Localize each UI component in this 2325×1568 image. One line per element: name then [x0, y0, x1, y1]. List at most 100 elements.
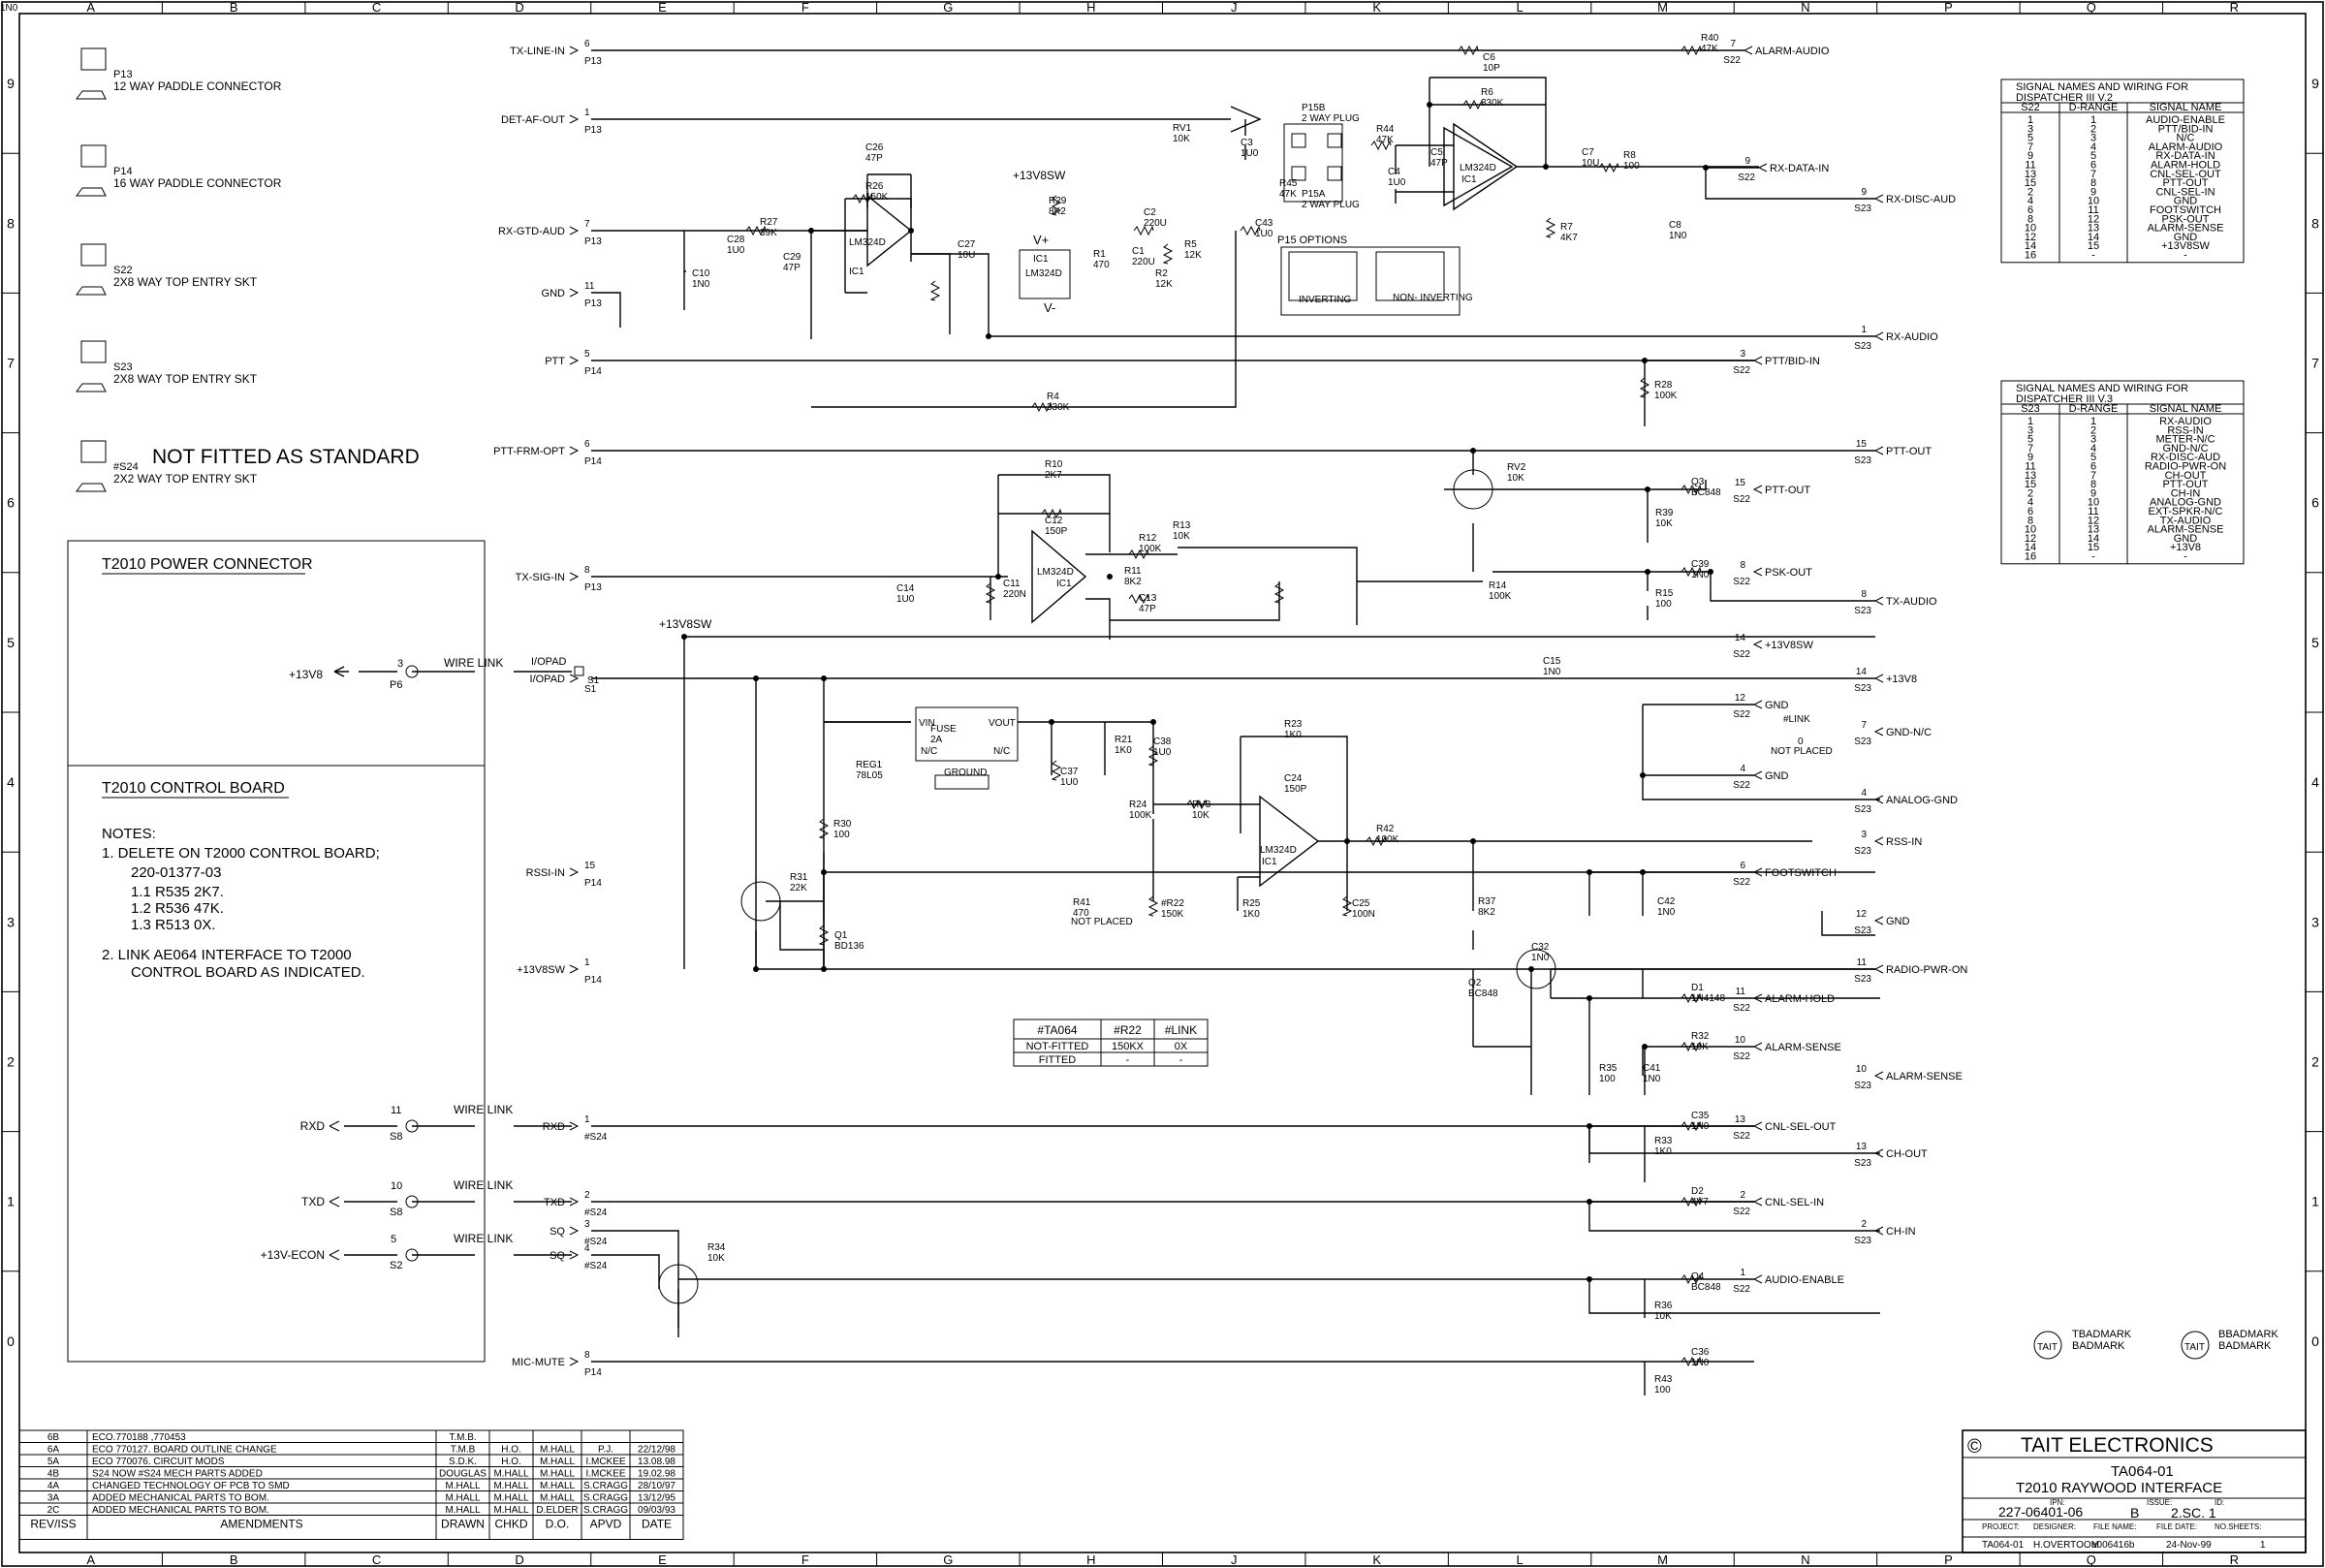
component-ref: C35: [1691, 1111, 1710, 1121]
amendment-cell: 6B: [47, 1432, 60, 1443]
component-ref: #R22: [1161, 898, 1184, 909]
left-signal-name: TX-LINE-IN: [510, 46, 565, 57]
note-line: CONTROL BOARD AS INDICATED.: [131, 964, 365, 981]
component-ref: C32: [1531, 942, 1550, 953]
component-value: 1N0: [1643, 1074, 1661, 1084]
component-ref: R41: [1073, 897, 1091, 908]
table-cell: GND: [2174, 196, 2198, 207]
left-signal-pin: 5: [584, 349, 590, 360]
title-footer-value: 1: [2260, 1540, 2266, 1551]
amendment-header: DRAWN: [441, 1518, 485, 1531]
amendment-header: AMENDMENTS: [220, 1518, 302, 1531]
table-cell: 10: [2025, 524, 2036, 536]
grid-col-label-bottom: F: [801, 1552, 809, 1567]
connector-side-icon: [76, 286, 107, 296]
component-value: 10K: [1507, 473, 1524, 484]
table-cell: 1: [2027, 416, 2033, 427]
amendment-cell: 3A: [47, 1493, 60, 1504]
table-header: SIGNAL NAME: [2150, 102, 2222, 113]
table-cell: 4: [2090, 141, 2096, 153]
grid-col-label: Q: [2087, 0, 2096, 15]
component-ref: Q2: [1468, 978, 1482, 988]
component-value: 100K: [1489, 591, 1512, 602]
amendment-cell: 4B: [47, 1469, 60, 1480]
component-ref: C7: [1582, 147, 1594, 158]
amendment-cell: H.O.: [501, 1457, 521, 1467]
component-value: 47K: [1376, 135, 1394, 145]
title-footer-label: FILE NAME:: [2093, 1522, 2136, 1531]
right-signal-pin: 14: [1735, 633, 1746, 643]
component-ref: R6: [1481, 87, 1493, 98]
component-ref: R7: [1560, 222, 1573, 233]
right-signal-name: CH-OUT: [1886, 1148, 1928, 1160]
ctl-link-net: RXD: [300, 1119, 326, 1133]
table-cell: 7: [2090, 169, 2096, 180]
options-cell: FITTED: [1039, 1054, 1077, 1066]
notes: 1. DELETE ON T2000 CONTROL BOARD;220-013…: [102, 845, 380, 981]
tait-logo-1: TAIT: [2037, 1342, 2058, 1353]
right-signal-name: GND-N/C: [1886, 727, 1932, 738]
component-ref: R11: [1124, 566, 1142, 577]
component-ref: R34: [707, 1242, 726, 1253]
resistors: [745, 45, 1702, 1367]
options-cell: NOT-FITTED: [1026, 1041, 1089, 1052]
amendment-header: REV/ISS: [30, 1518, 76, 1531]
wiring: [344, 49, 1880, 1396]
component-ref: R25: [1242, 898, 1261, 909]
table-cell: 13: [2088, 524, 2099, 536]
sheet-id: 2.SC. 1: [2171, 1505, 2216, 1521]
component-ref: R24: [1129, 800, 1147, 810]
ctl-link-conn: S8: [390, 1131, 402, 1143]
right-signal-pin: 9: [1861, 187, 1867, 198]
table-cell: 7: [2027, 141, 2033, 153]
connector-side-icon: [76, 483, 107, 492]
component-value: 1N0: [1657, 907, 1676, 918]
amendment-cell: ECO 770076. CIRCUIT MODS: [92, 1457, 225, 1467]
svg-text:ID:: ID:: [2215, 1498, 2224, 1507]
component-ref: Q3: [1691, 477, 1705, 487]
left-signal-pin: 7: [584, 219, 590, 230]
component-value: BC848: [1691, 1282, 1721, 1293]
right-signal-pin: 15: [1735, 478, 1746, 488]
svg-text:IC1: IC1: [1033, 254, 1049, 265]
component-ref: R40: [1701, 33, 1719, 44]
non-inverting-label: NON- INVERTING: [1393, 293, 1473, 303]
component-ref: R28: [1654, 380, 1673, 391]
ctl-link-net: +13V-ECON: [261, 1248, 325, 1262]
component-ref: C3: [1241, 138, 1253, 148]
amendment-cell: M.HALL: [540, 1445, 576, 1456]
component-ref: P15B: [1302, 103, 1326, 113]
title-footer-label: NO.SHEETS:: [2215, 1522, 2261, 1531]
table-cell: 15: [2088, 240, 2099, 252]
left-signal-name: MIC-MUTE: [512, 1357, 565, 1368]
component-value: 10K: [1691, 1042, 1709, 1052]
connector-icon: [80, 47, 107, 71]
right-signal-name: ALARM-AUDIO: [1755, 46, 1830, 57]
component-ref: R35: [1599, 1063, 1618, 1074]
amendment-cell: I.MCKEE: [585, 1469, 625, 1480]
grid-row-label-right: 4: [2311, 774, 2319, 790]
component-value: 12K: [1155, 279, 1173, 290]
component-value: 10K: [1173, 531, 1190, 542]
grid-row-label: 8: [7, 215, 15, 231]
component-ref: R33: [1654, 1136, 1673, 1146]
link-zero: 0: [1798, 737, 1804, 747]
grid-col-label-bottom: R: [2230, 1552, 2239, 1567]
amendment-cell: 2C: [47, 1505, 60, 1516]
connector-icon: [80, 144, 107, 168]
table-cell: 6: [2027, 506, 2033, 517]
component-ref: D1: [1691, 983, 1704, 993]
component-ref: R42: [1376, 824, 1395, 834]
not-placed-label-2: NOT PLACED: [1071, 917, 1133, 927]
note-line: 1.3 R513 0X.: [131, 917, 216, 933]
grid-col-label-bottom: M: [1657, 1552, 1668, 1567]
table-cell: PTT-OUT: [2162, 177, 2208, 189]
left-signal-name: RX-GTD-AUD: [498, 226, 565, 237]
table-cell: 2: [2090, 123, 2096, 135]
right-signal-name: CH-IN: [1886, 1226, 1916, 1238]
amendment-header: APVD: [590, 1518, 622, 1531]
right-signal-conn: S22: [1733, 494, 1750, 505]
table-cell: GND-N/C: [2162, 443, 2208, 455]
table-cell: ALARM-HOLD: [2151, 160, 2220, 172]
right-signal-pin: 2: [1740, 1190, 1745, 1201]
